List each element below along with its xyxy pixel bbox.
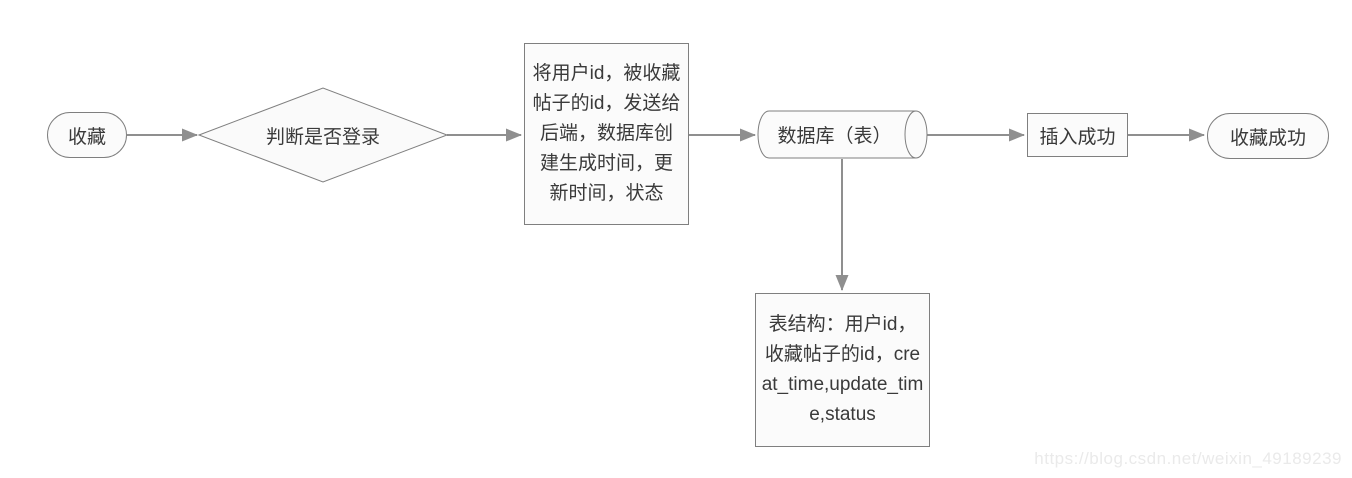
node-process: 将用户id，被收藏帖子的id，发送给后端，数据库创建生成时间，更新时间，状态 bbox=[524, 43, 689, 225]
watermark-url: https://blog.csdn.net/weixin_49189239 bbox=[1034, 449, 1342, 468]
node-start: 收藏 bbox=[47, 112, 127, 158]
node-insert-success-label: 插入成功 bbox=[1039, 126, 1116, 148]
node-process-label: 将用户id，被收藏帖子的id，发送给后端，数据库创建生成时间，更新时间，状态 bbox=[532, 63, 681, 204]
database-cylinder-shape bbox=[757, 110, 928, 159]
node-insert-success: 插入成功 bbox=[1027, 113, 1128, 157]
decision-diamond-shape bbox=[197, 87, 449, 183]
node-table-note: 表结构：用户id，收藏帖子的id，creat_time,update_time,… bbox=[755, 293, 930, 447]
node-start-label: 收藏 bbox=[67, 126, 106, 148]
node-end-label: 收藏成功 bbox=[1229, 127, 1306, 149]
node-table-note-label: 表结构：用户id，收藏帖子的id，creat_time,update_time,… bbox=[761, 314, 924, 425]
flow-arrows bbox=[127, 128, 1205, 291]
node-end: 收藏成功 bbox=[1207, 113, 1329, 159]
